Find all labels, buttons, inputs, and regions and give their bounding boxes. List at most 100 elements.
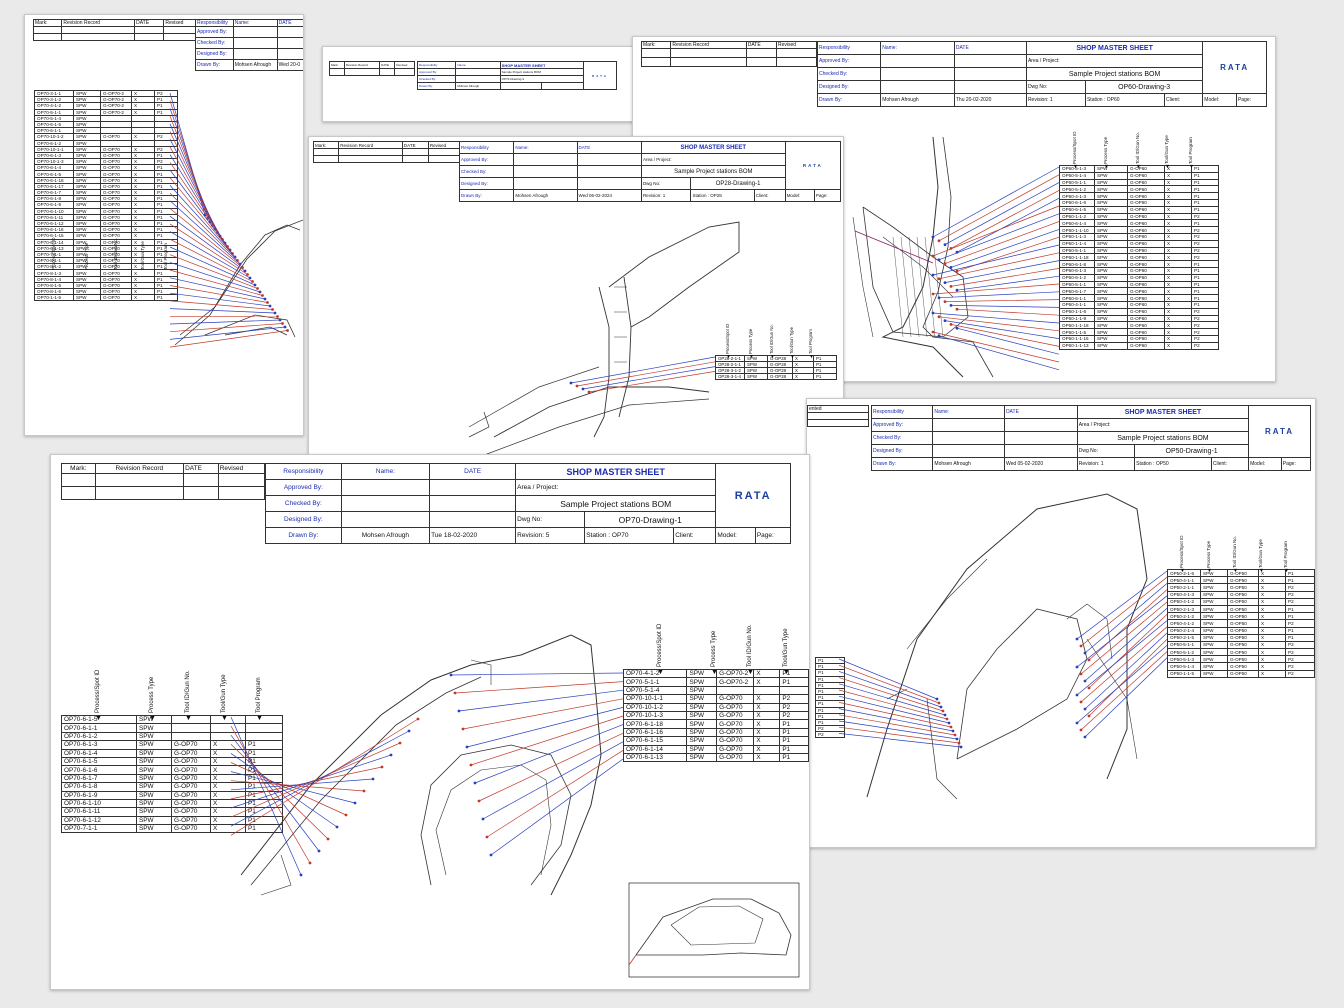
arrow-down-icon: ▼ <box>1164 164 1171 170</box>
name-label: Name: <box>455 61 501 69</box>
weld-spot-marker <box>1075 693 1079 697</box>
table-cell: P2 <box>1285 669 1315 678</box>
leader-line <box>938 335 1060 371</box>
weld-spot-marker <box>1075 721 1079 725</box>
weld-spot-marker <box>253 283 257 287</box>
client-label: Client: <box>1164 93 1204 107</box>
revision-label: Revision: <box>517 532 544 539</box>
leader-line <box>466 707 624 748</box>
weld-spot-marker <box>278 318 282 322</box>
model-label: Model: <box>1248 457 1282 471</box>
weld-spot-marker <box>955 326 959 330</box>
weld-spot-marker <box>231 252 234 255</box>
table-cell: P1 <box>245 824 283 834</box>
station-cell: Station : OP60 <box>1084 93 1166 107</box>
leader-line <box>169 330 288 348</box>
weld-spot-marker <box>362 789 366 793</box>
weld-spot-marker <box>943 300 947 303</box>
weld-spot-marker <box>1079 700 1083 704</box>
leader-line <box>588 371 716 393</box>
leader-line <box>944 221 1060 264</box>
table-cell: P2 <box>815 731 845 739</box>
weld-spot-marker <box>959 745 963 749</box>
weld-spot-marker <box>398 741 402 745</box>
shop-master-sheet-title: SHOP MASTER SHEET <box>499 61 585 69</box>
leader-line <box>490 758 624 856</box>
part-outline <box>204 314 296 338</box>
date-label: DATE <box>379 61 396 69</box>
part-outline <box>593 286 610 438</box>
weld-spot-marker <box>955 288 959 292</box>
leader-line <box>454 681 624 694</box>
part-outline <box>420 744 572 886</box>
leader-line <box>169 162 228 247</box>
leader-line <box>1088 638 1168 717</box>
weld-spot-marker <box>273 311 277 315</box>
leader-line <box>169 223 248 275</box>
rata-logo: RATA <box>1202 41 1267 94</box>
weld-spot-marker <box>389 753 393 757</box>
weld-spot-marker <box>953 733 957 737</box>
table-cell: X <box>753 752 781 763</box>
arrow-down-icon: ▼ <box>1232 568 1239 574</box>
drawn-by-label: Drawn By: <box>816 93 882 107</box>
weld-spot-marker <box>931 330 935 334</box>
weld-spot-marker <box>943 281 947 284</box>
leader-line <box>169 185 236 258</box>
arrow-down-icon: ▼ <box>149 715 156 722</box>
leader-line <box>230 730 410 827</box>
leader-line <box>1084 632 1168 710</box>
leader-line <box>950 324 1060 347</box>
weld-spot-marker <box>931 273 935 277</box>
leader-line <box>838 708 954 732</box>
revision-label: Revision: <box>642 193 662 198</box>
drawn-by-label: Drawn By: <box>195 59 234 71</box>
weld-spot-marker <box>939 705 943 709</box>
leader-line <box>956 327 1060 355</box>
station-value: OP60 <box>1106 97 1120 103</box>
part-outline <box>862 206 969 338</box>
weld-spot-marker <box>1087 658 1091 662</box>
leader-line <box>169 269 263 296</box>
weld-spot-marker <box>256 287 259 290</box>
arrow-down-icon: ▼ <box>185 715 192 722</box>
page-label: Page: <box>754 527 792 544</box>
drawn-by-label: Drawn By: <box>265 527 342 544</box>
arrow-down-icon: ▼ <box>1179 568 1186 574</box>
weld-spot-marker <box>1075 637 1079 641</box>
drawn-by-name: Mohsen Afrough <box>232 59 278 71</box>
responsibility-label: Responsibility <box>416 61 457 69</box>
weld-spot-marker <box>1079 644 1083 648</box>
part-outline <box>926 698 958 800</box>
part-outline <box>635 898 792 956</box>
weld-spot-marker <box>465 745 469 749</box>
weld-spot-marker <box>949 725 953 729</box>
leader-line <box>1088 589 1168 661</box>
leader-line <box>838 720 958 740</box>
weld-spot-marker <box>587 390 591 394</box>
arrow-down-icon: ▼ <box>1206 568 1213 574</box>
weld-spot-marker <box>258 290 262 294</box>
rata-logo: RATA <box>715 463 791 528</box>
drawn-by-name: Mohsen Afrough <box>513 189 578 202</box>
leader-line <box>838 658 938 700</box>
revision-cell: Revision: 1 <box>1076 457 1136 471</box>
